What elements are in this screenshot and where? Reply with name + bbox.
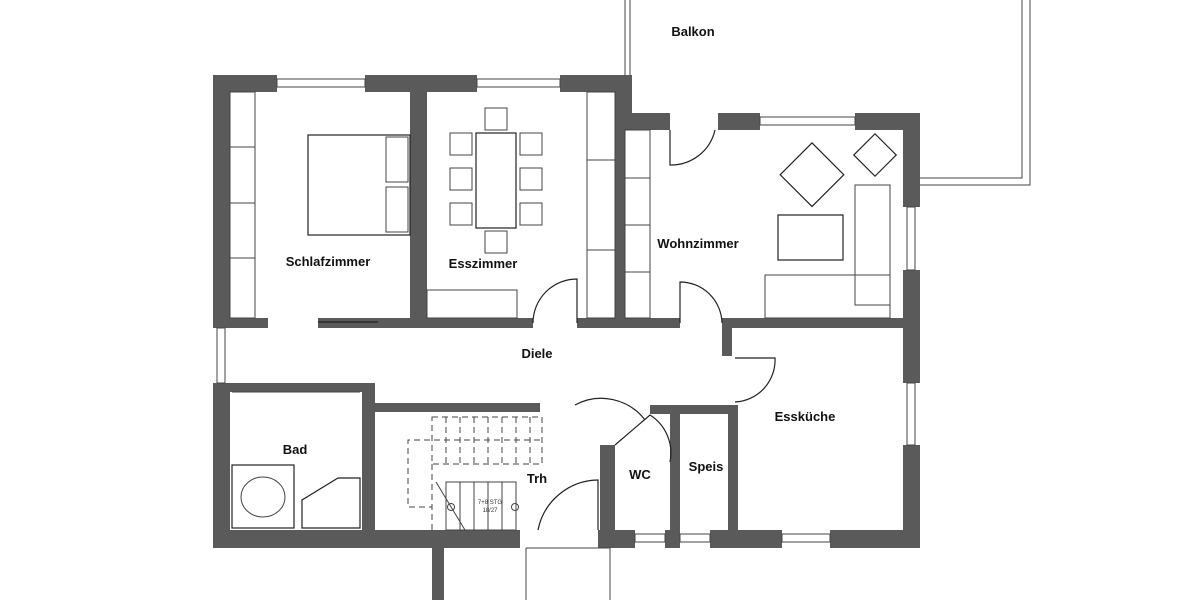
room-label-speis: Speis <box>689 459 724 474</box>
room-label-wohnzimmer: Wohnzimmer <box>657 236 738 251</box>
room-label-treppenhaus: Trh <box>527 471 547 486</box>
room-label-bad: Bad <box>283 442 308 457</box>
room-label-esszimmer: Esszimmer <box>449 256 518 271</box>
room-label-wc: WC <box>629 467 651 482</box>
windows <box>216 78 916 543</box>
room-label-diele: Diele <box>521 346 552 361</box>
doors <box>232 129 776 531</box>
room-labels: Balkon Schlafzimmer Esszimmer Wohnzimmer… <box>283 24 836 486</box>
bathtub <box>231 464 295 529</box>
dining-table <box>475 132 517 229</box>
stair-steps-label: 7+8 STG <box>478 500 503 506</box>
room-label-balkon: Balkon <box>671 24 714 39</box>
balcony <box>624 0 1031 186</box>
staircase: 7+8 STG 18/27 <box>407 416 611 600</box>
walls <box>213 75 920 600</box>
room-label-esskueche: Essküche <box>775 409 836 424</box>
bed <box>307 134 411 236</box>
room-label-schlafzimmer: Schlafzimmer <box>286 254 371 269</box>
furniture <box>229 91 898 529</box>
stair-ratio-label: 18/27 <box>482 508 498 514</box>
